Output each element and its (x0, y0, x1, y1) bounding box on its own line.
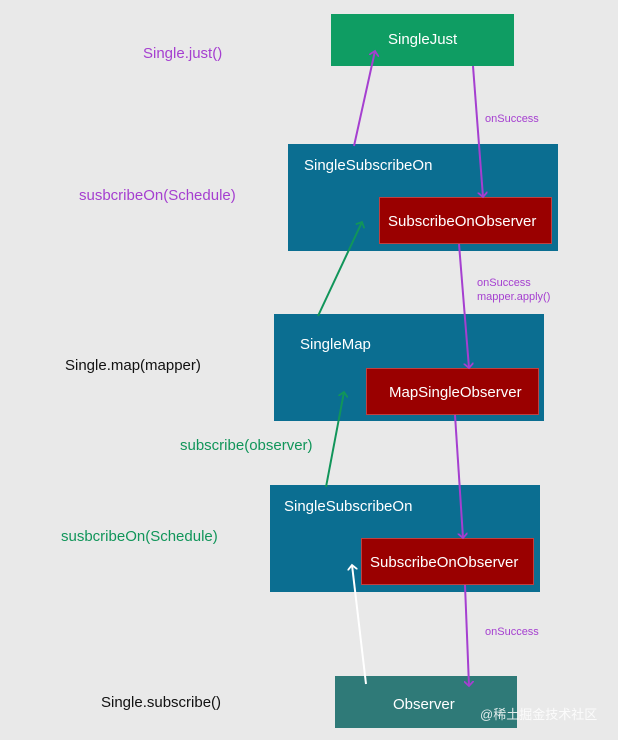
on-success-label-2: onSuccess (477, 277, 531, 289)
observer-node: Observer (335, 676, 517, 728)
on-success-label-1: onSuccess (485, 113, 539, 125)
arrow-subscribe-on-observer-to-map-observer (458, 243, 469, 368)
single-just-node: SingleJust (331, 14, 514, 66)
map-single-observer-label: MapSingleObserver (389, 384, 522, 401)
subscribe-observer-call-label: subscribe(observer) (180, 437, 313, 454)
single-subscribe-on-top-label: SingleSubscribeOn (304, 157, 433, 174)
subscribe-on-top-call-label: susbcribeOn(Schedule) (79, 187, 236, 204)
map-single-observer-node: MapSingleObserver (366, 368, 539, 415)
single-map-label: SingleMap (300, 336, 371, 353)
arrow-subscribe-on-to-single-just (353, 51, 375, 147)
single-map-call-label: Single.map(mapper) (65, 357, 201, 374)
arrow-just-to-subscribe-on-observer (472, 65, 483, 197)
on-success-label-3: onSuccess (485, 626, 539, 638)
single-just-call-label: Single.just() (143, 45, 223, 62)
arrow-map-to-subscribe-on-observer (317, 222, 362, 317)
arrow-map-observer-to-subscribe-on-observer (454, 414, 463, 538)
subscribe-on-observer-bottom-label: SubscribeOnObserver (370, 554, 519, 571)
single-subscribe-on-bottom-label: SingleSubscribeOn (284, 498, 413, 515)
subscribe-on-observer-top-node: SubscribeOnObserver (379, 197, 552, 244)
observer-label: Observer (393, 696, 455, 713)
single-subscribe-call-label: Single.subscribe() (101, 694, 222, 711)
arrow-subscribe-on-to-map-observer (325, 392, 344, 488)
subscribe-on-observer-bottom-node: SubscribeOnObserver (361, 538, 534, 585)
watermark: @稀土掘金技术社区 (480, 707, 598, 722)
subscribe-on-bottom-call-label: susbcribeOn(Schedule) (61, 528, 218, 545)
subscribe-on-observer-top-label: SubscribeOnObserver (388, 213, 537, 230)
mapper-apply-label: mapper.apply() (477, 291, 551, 303)
arrow-observer-to-subscribe-on-observer (352, 565, 367, 685)
arrow-subscribe-on-observer-to-observer (465, 584, 469, 686)
single-just-label: SingleJust (388, 31, 458, 48)
